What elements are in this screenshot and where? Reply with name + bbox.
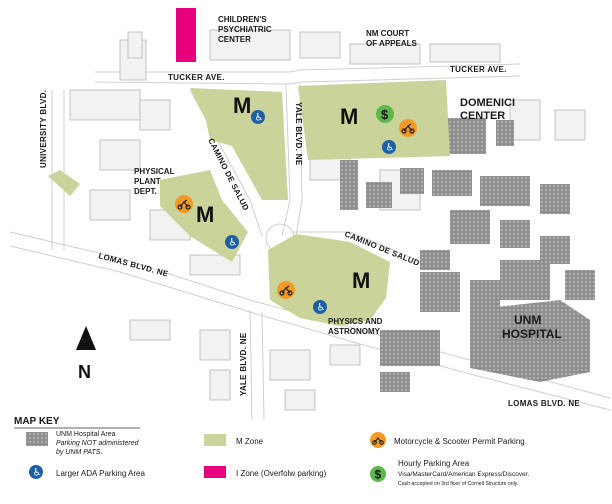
nm-court-line2: OF APPEALS — [366, 39, 417, 48]
tucker-ave-label: TUCKER AVE. — [168, 73, 225, 82]
m-zone-label: M — [352, 268, 370, 293]
physical-plant-line3: DEPT. — [134, 187, 157, 196]
key-i-zone: I Zone (Overfolw parking) — [236, 469, 327, 478]
svg-text:♿: ♿ — [317, 303, 326, 314]
north-label: N — [78, 362, 91, 382]
key-hospital-title: UNM Hospital Area — [56, 431, 116, 438]
buildings — [69, 29, 586, 411]
tucker-ave-label: TUCKER AVE. — [450, 65, 507, 74]
m-zone-swatch — [204, 434, 226, 446]
domenici-line1: DOMENICI — [460, 97, 515, 109]
childrens-psychiatric-line2: PSYCHIATRIC — [218, 25, 272, 34]
i-zone — [176, 8, 196, 62]
key-hospital-note1: Parking NOT administered — [56, 440, 140, 447]
lomas-blvd-label: LOMAS BLVD. NE — [508, 399, 580, 408]
roads — [9, 63, 611, 421]
m-zone-label: M — [340, 104, 358, 129]
key-motorcycle: Motorcycle & Scooter Permit Parking — [394, 437, 525, 446]
unm-hospital-line2: HOSPITAL — [502, 327, 562, 341]
svg-text:♿: ♿ — [229, 238, 238, 249]
key-m-zone: M Zone — [236, 437, 264, 446]
physical-plant-line1: PHYSICAL — [134, 167, 175, 176]
childrens-psychiatric-line3: CENTER — [218, 35, 251, 44]
university-blvd-label: UNIVERSITY BLVD. — [39, 90, 48, 168]
physics-line2: ASTRONOMY — [328, 327, 381, 336]
dollar-icon: $ — [370, 466, 386, 482]
key-hourly-title: Hourly Parking Area — [398, 459, 470, 468]
motorcycle-icon — [370, 432, 386, 448]
m-zone-label: M — [196, 202, 214, 227]
svg-text:$: $ — [375, 468, 382, 482]
hospital-area — [340, 112, 595, 392]
svg-text:♿: ♿ — [33, 468, 42, 479]
m-zone-label: M — [233, 93, 251, 118]
yale-blvd-label: YALE BLVD. NE — [239, 332, 248, 396]
svg-text:$: $ — [381, 107, 389, 122]
i-zone-swatch — [204, 466, 226, 478]
svg-text:♿: ♿ — [386, 143, 395, 154]
ada-icon: ♿ — [225, 235, 239, 249]
m-zone-university — [48, 170, 80, 196]
m-zone-domenici — [298, 80, 450, 160]
dollar-icon: $ — [376, 105, 394, 123]
lomas-blvd-label: LOMAS BLVD. NE — [97, 251, 169, 278]
ada-icon: ♿ — [29, 465, 43, 479]
domenici-line2: CENTER — [460, 110, 505, 122]
ada-icon: ♿ — [382, 140, 396, 154]
map-key-title: MAP KEY — [14, 416, 60, 427]
key-ada: Larger ADA Parking Area — [56, 469, 145, 478]
nm-court-line1: NM COURT — [366, 29, 409, 38]
key-hospital-note2: by UNM PATS. — [56, 449, 102, 456]
north-arrow-icon: N — [76, 326, 96, 382]
childrens-psychiatric-line1: CHILDREN'S — [218, 15, 267, 24]
yale-blvd-label: YALE BLVD. NE — [294, 102, 303, 166]
ada-icon: ♿ — [313, 300, 327, 314]
unm-hospital-line1: UNM — [514, 313, 541, 327]
physical-plant-line2: PLANT — [134, 177, 161, 186]
svg-text:♿: ♿ — [255, 113, 264, 124]
ada-icon: ♿ — [251, 110, 265, 124]
physics-line1: PHYSICS AND — [328, 317, 383, 326]
motorcycle-icon — [277, 281, 295, 299]
key-hourly-cash: Cash accepted on 3rd floor of Cornell St… — [398, 481, 518, 487]
hospital-area-swatch — [26, 432, 48, 446]
map-key: MAP KEY UNM Hospital Area Parking NOT ad… — [14, 416, 530, 487]
key-hourly-cards: Visa/MasterCard/American Express/Discove… — [398, 471, 530, 478]
motorcycle-icon — [175, 195, 193, 213]
motorcycle-icon — [399, 119, 417, 137]
m-zone-physics — [268, 234, 390, 326]
